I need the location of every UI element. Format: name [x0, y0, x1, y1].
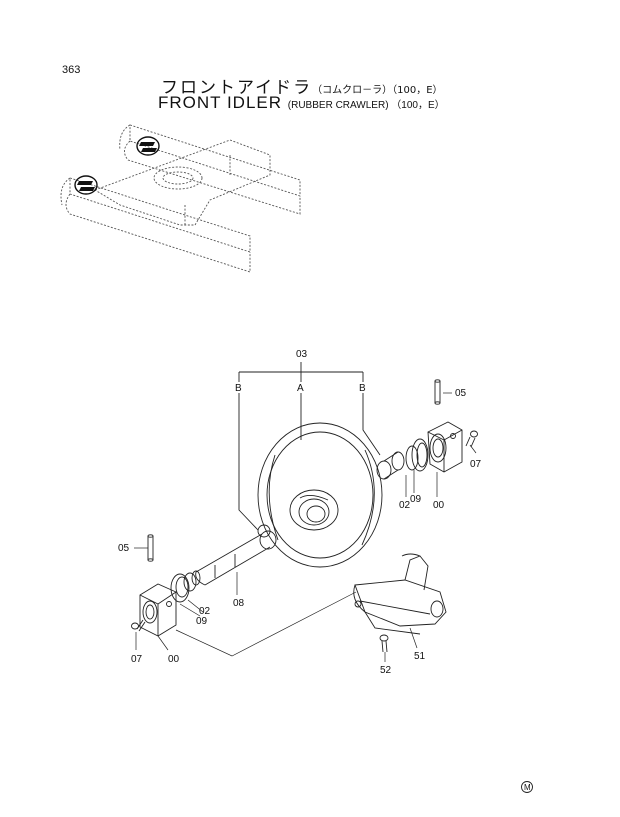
- left-pin: [147, 534, 154, 562]
- left-seal: [170, 570, 201, 603]
- callout-52: 52: [380, 665, 392, 676]
- corner-mark: M: [521, 781, 533, 793]
- callout-bracket-03: [238, 362, 381, 531]
- callout-B-right: B: [359, 383, 366, 394]
- callout-05-left: 05: [118, 543, 130, 554]
- right-pin: [434, 379, 441, 405]
- callout-02-left: 02: [199, 606, 211, 617]
- idler-wheel: [257, 422, 383, 568]
- page-number: 363: [62, 64, 81, 76]
- title-japanese: フロントアイドラ（コムクロ－ラ）（100，E）: [161, 73, 443, 98]
- bracket-bolt: [379, 634, 389, 653]
- overview-idler-marks: [77, 142, 157, 191]
- callout-07-right: 07: [470, 459, 482, 470]
- callout-02-right: 02: [399, 500, 411, 511]
- left-housing: [139, 583, 177, 637]
- left-bolt: [131, 619, 146, 632]
- title-japanese-sub: （コムクロ－ラ）（100，E）: [312, 85, 443, 96]
- leader-lines: [134, 392, 477, 662]
- title-english: FRONT IDLER (RUBBER CRAWLER) （100，E）: [158, 93, 445, 113]
- callout-08: 08: [233, 598, 245, 609]
- callout-B-left: B: [235, 383, 242, 394]
- right-bolt: [465, 430, 478, 448]
- callout-00-right: 00: [433, 500, 445, 511]
- callout-09-left: 09: [196, 616, 208, 627]
- undercarriage-overview: [60, 124, 301, 273]
- title-japanese-main: フロントアイドラ: [161, 78, 313, 98]
- callout-00-left: 00: [168, 654, 180, 665]
- callout-09-right: 09: [410, 494, 422, 505]
- callout-05-right: 05: [455, 388, 467, 399]
- corner-mark-letter: M: [524, 783, 531, 792]
- title-english-main: FRONT IDLER: [158, 93, 283, 112]
- right-housing: [427, 421, 463, 473]
- callout-07-left: 07: [131, 654, 143, 665]
- title-english-sub: (RUBBER CRAWLER) （100，E）: [287, 100, 445, 111]
- callout-51: 51: [414, 651, 426, 662]
- callout-03: 03: [296, 349, 308, 360]
- idler-shaft: [195, 524, 277, 586]
- yoke-bracket: [353, 553, 447, 635]
- callout-A: A: [297, 383, 304, 394]
- right-bushing: [376, 438, 429, 480]
